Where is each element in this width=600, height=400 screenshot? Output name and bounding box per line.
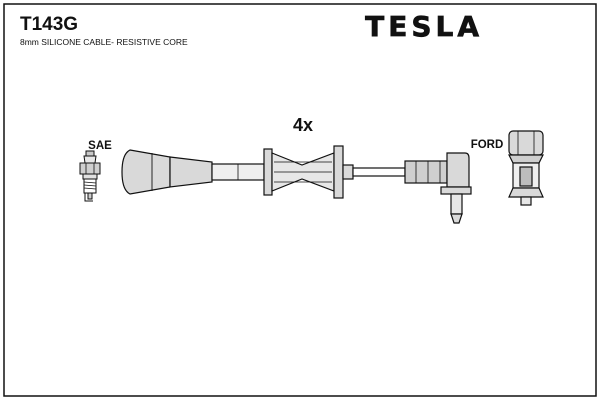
page-border: [3, 3, 597, 397]
brand-logo: TESLA: [365, 10, 483, 43]
quantity-label: 4x: [293, 115, 313, 135]
part-number: T143G: [20, 14, 78, 35]
product-description: 8mm SILICONE CABLE- RESISTIVE CORE: [20, 37, 188, 47]
ford-connector-drawing: [508, 130, 544, 206]
ignition-cable-drawing: [121, 145, 472, 224]
spark-plug-icon: [79, 150, 101, 202]
ford-label: FORD: [471, 139, 504, 151]
sae-label: SAE: [88, 140, 112, 152]
